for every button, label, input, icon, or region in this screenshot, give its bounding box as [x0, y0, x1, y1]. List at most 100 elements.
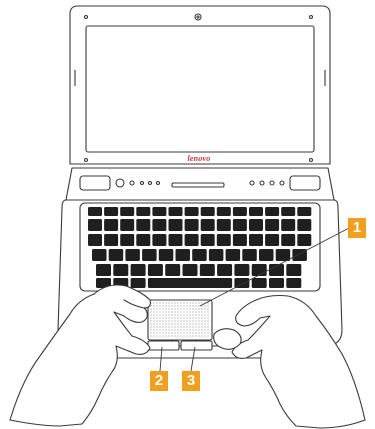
- touchpad-dot: [153, 326, 154, 327]
- keyboard-key: [104, 219, 118, 231]
- touchpad-dot: [171, 314, 172, 315]
- touchpad-dot: [165, 311, 166, 312]
- keyboard-key: [159, 249, 174, 261]
- touchpad-dot: [183, 335, 184, 336]
- touchpad-dot: [207, 329, 208, 330]
- touchpad-dot: [150, 317, 151, 318]
- touchpad-dot: [159, 323, 160, 324]
- touchpad-dot: [201, 326, 202, 327]
- touchpad-dot: [195, 305, 196, 306]
- touchpad-dot: [192, 335, 193, 336]
- keyboard-key: [265, 207, 279, 216]
- touchpad-dot: [174, 323, 175, 324]
- touchpad-dot: [192, 317, 193, 318]
- touchpad-dot: [177, 329, 178, 330]
- keyboard-key: [136, 219, 150, 231]
- keyboard-key: [217, 207, 231, 216]
- touchpad-dot: [195, 323, 196, 324]
- touchpad-dot: [180, 329, 181, 330]
- touchpad-dot: [192, 326, 193, 327]
- keyboard-key: [226, 249, 241, 261]
- touchpad-dot: [201, 332, 202, 333]
- touchpad-dot: [204, 332, 205, 333]
- touchpad-dot: [150, 314, 151, 315]
- keyboard-key: [297, 219, 311, 231]
- touchpad-dot: [204, 311, 205, 312]
- touchpad-dot: [204, 329, 205, 330]
- touchpad-dot: [171, 329, 172, 330]
- right-thumb: [214, 329, 241, 350]
- touchpad-dot: [189, 323, 190, 324]
- touchpad-dot: [165, 302, 166, 303]
- touchpad-dot: [186, 320, 187, 321]
- touchpad-dot: [186, 302, 187, 303]
- touchpad-dot: [168, 308, 169, 309]
- touchpad-dot: [192, 314, 193, 315]
- touchpad-dot: [165, 326, 166, 327]
- keyboard-key: [120, 234, 134, 246]
- touchpad-dot: [186, 305, 187, 306]
- touchpad-dot: [189, 332, 190, 333]
- keyboard-key: [281, 234, 295, 246]
- touchpad-dot: [156, 311, 157, 312]
- touchpad-dot: [204, 305, 205, 306]
- touchpad-dot: [171, 335, 172, 336]
- touchpad-dot: [153, 335, 154, 336]
- touchpad-dot: [171, 326, 172, 327]
- touchpad-dot: [153, 305, 154, 306]
- touchpad-dot: [195, 335, 196, 336]
- touchpad-dot: [183, 305, 184, 306]
- touchpad-dot: [192, 320, 193, 321]
- touchpad-dot: [186, 323, 187, 324]
- keyboard-key: [201, 219, 215, 231]
- touchpad-dot: [153, 329, 154, 330]
- touchpad-dot: [168, 305, 169, 306]
- touchpad-dot: [177, 320, 178, 321]
- touchpad-dot: [156, 305, 157, 306]
- keyboard-key: [104, 234, 118, 246]
- touchpad-dot: [153, 320, 154, 321]
- touchpad-dot: [183, 320, 184, 321]
- touchpad-dot: [183, 326, 184, 327]
- touchpad-dot: [168, 326, 169, 327]
- touchpad-dot: [156, 329, 157, 330]
- touchpad-dot: [180, 323, 181, 324]
- touchpad-dot: [174, 317, 175, 318]
- touchpad-dot: [162, 311, 163, 312]
- touchpad-dot: [186, 326, 187, 327]
- touchpad-dot: [177, 323, 178, 324]
- touchpad-dot: [177, 326, 178, 327]
- touchpad-dot: [204, 335, 205, 336]
- touchpad-dot: [198, 308, 199, 309]
- touchpad-dot: [174, 329, 175, 330]
- touchpad-dot: [171, 323, 172, 324]
- touchpad-dot: [198, 332, 199, 333]
- right-hand-icon: [232, 296, 365, 429]
- touchpad-dot: [168, 317, 169, 318]
- touchpad-dot: [159, 308, 160, 309]
- touchpad-dot: [153, 308, 154, 309]
- touchpad-dot: [183, 302, 184, 303]
- keyboard-key: [169, 207, 183, 216]
- touchpad-dot: [192, 305, 193, 306]
- touchpad-dot: [201, 320, 202, 321]
- touchpad-dot: [177, 311, 178, 312]
- touchpad-dot: [168, 320, 169, 321]
- touchpad-dot: [171, 317, 172, 318]
- keyboard-key: [265, 234, 279, 246]
- keyboard-key: [233, 219, 247, 231]
- touchpad-dot: [177, 314, 178, 315]
- keyboard-key: [265, 219, 279, 231]
- touchpad-dot: [189, 305, 190, 306]
- touchpad-dot: [156, 332, 157, 333]
- touchpad-dot: [156, 314, 157, 315]
- left-hand-icon: [10, 292, 150, 426]
- touchpad-dot: [168, 311, 169, 312]
- touchpad-dot: [186, 335, 187, 336]
- touchpad-dot: [183, 323, 184, 324]
- touchpad-dot: [165, 317, 166, 318]
- touchpad-dot: [201, 323, 202, 324]
- touchpad-dot: [195, 308, 196, 309]
- touchpad-dot: [162, 302, 163, 303]
- keyboard-key: [183, 264, 198, 276]
